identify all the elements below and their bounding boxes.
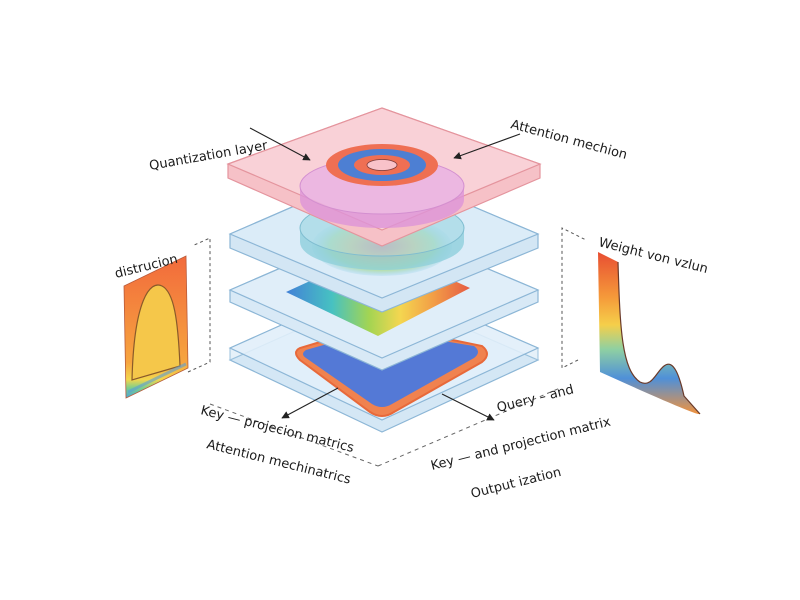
arrow-icon [441, 393, 495, 421]
label-attention-top: Attention mechion [509, 117, 629, 163]
teal-disc [300, 228, 464, 270]
arrow-icon [249, 127, 311, 161]
floor-guides [209, 387, 561, 467]
distribution-curve [131, 284, 181, 381]
annotation-arrows [249, 127, 521, 421]
label-output: Output ization [469, 465, 562, 502]
dashed-bracket-icon [187, 237, 211, 373]
weight-panel [561, 227, 701, 415]
label-query: Query – and [495, 382, 575, 416]
distribution-panel [123, 237, 211, 399]
magenta-disc [300, 186, 464, 228]
top-layer [226, 107, 542, 247]
label-key-and-projection: Key — and projection matrix [429, 415, 612, 474]
ring-inner [366, 159, 398, 171]
arrow-icon [453, 133, 521, 160]
weight-curve [598, 252, 700, 414]
arrow-icon [281, 387, 339, 419]
dashed-bracket-icon [561, 227, 587, 369]
